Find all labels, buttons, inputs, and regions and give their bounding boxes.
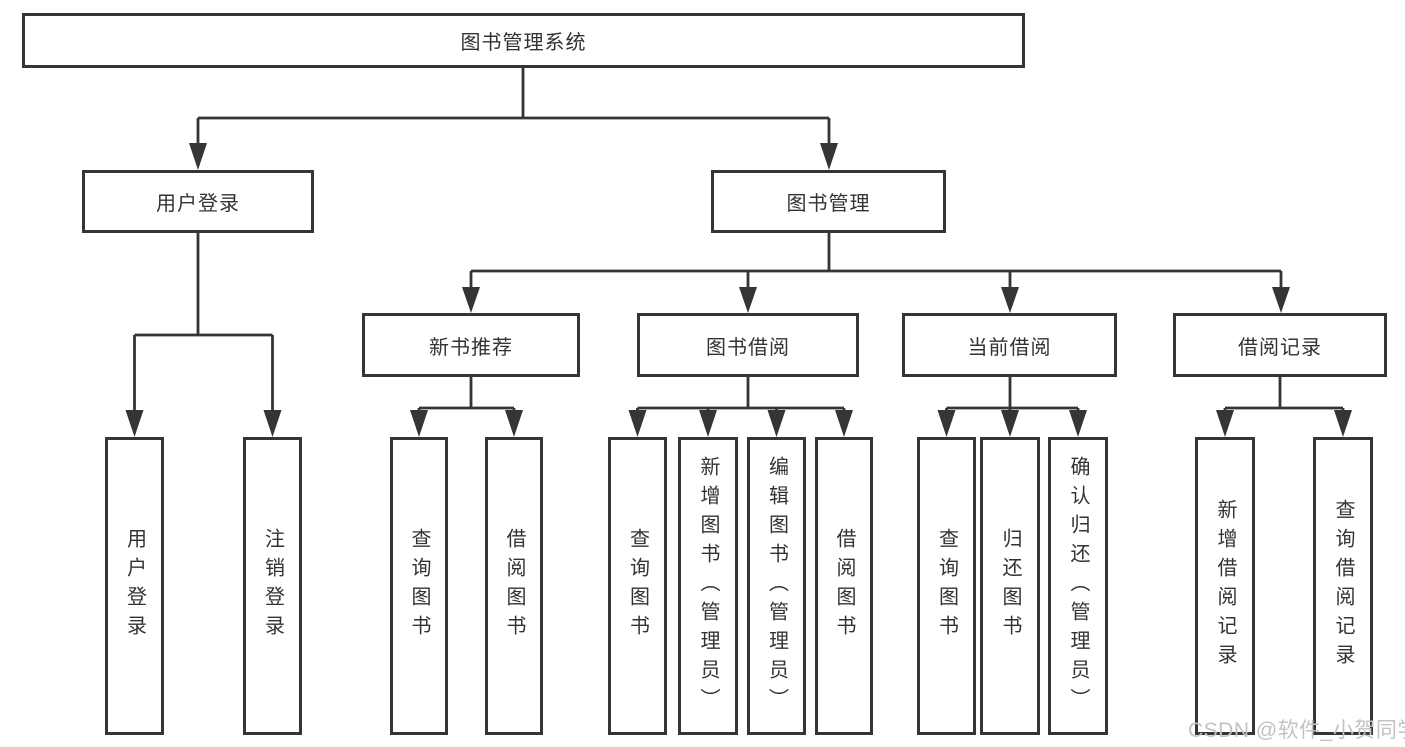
node-user-login: 用户登录 [82, 170, 314, 233]
leaf-add-borrow-record: 新增借阅记录 [1195, 437, 1255, 735]
leaf-borrow-books-1-label: 借阅图书 [503, 528, 525, 644]
node-book-management: 图书管理 [711, 170, 946, 233]
node-root-system: 图书管理系统 [22, 13, 1025, 68]
leaf-query-books-2: 查询图书 [608, 437, 667, 735]
leaf-return-books-label: 归还图书 [999, 528, 1021, 644]
leaf-query-books-3: 查询图书 [917, 437, 976, 735]
leaf-logout-label: 注销登录 [261, 528, 284, 644]
leaf-query-books-3-label: 查询图书 [935, 528, 958, 644]
node-current-borrow: 当前借阅 [902, 313, 1117, 377]
leaf-query-books-1: 查询图书 [390, 437, 448, 735]
leaf-query-borrow-record: 查询借阅记录 [1313, 437, 1373, 735]
leaf-borrow-books-2-label: 借阅图书 [833, 528, 855, 644]
leaf-edit-books-admin-label: 编辑图书（管理员） [765, 455, 788, 717]
leaf-edit-books-admin: 编辑图书（管理员） [747, 437, 806, 735]
connector-strokes [133, 68, 1345, 418]
leaf-borrow-books-2: 借阅图书 [815, 437, 873, 735]
leaf-add-borrow-record-label: 新增借阅记录 [1214, 499, 1236, 673]
leaf-query-books-1-label: 查询图书 [408, 528, 430, 644]
leaf-user-login-label: 用户登录 [123, 528, 146, 644]
leaf-query-books-2-label: 查询图书 [626, 528, 649, 644]
leaf-borrow-books-1: 借阅图书 [485, 437, 543, 735]
leaf-query-borrow-record-label: 查询借阅记录 [1332, 499, 1354, 673]
leaf-add-books-admin-label: 新增图书（管理员） [697, 455, 719, 717]
leaf-logout: 注销登录 [243, 437, 302, 735]
leaf-return-books: 归还图书 [980, 437, 1040, 735]
node-new-book-recommend: 新书推荐 [362, 313, 580, 377]
leaf-confirm-return-admin-label: 确认归还（管理员） [1067, 455, 1089, 717]
leaf-user-login: 用户登录 [105, 437, 164, 735]
arrowheads [125, 143, 1352, 437]
node-borrow-record: 借阅记录 [1173, 313, 1387, 377]
watermark: CSDN @软件_小贺同学 [1188, 719, 1405, 742]
leaf-confirm-return-admin: 确认归还（管理员） [1048, 437, 1108, 735]
node-book-borrow: 图书借阅 [637, 313, 859, 377]
leaf-add-books-admin: 新增图书（管理员） [678, 437, 738, 735]
